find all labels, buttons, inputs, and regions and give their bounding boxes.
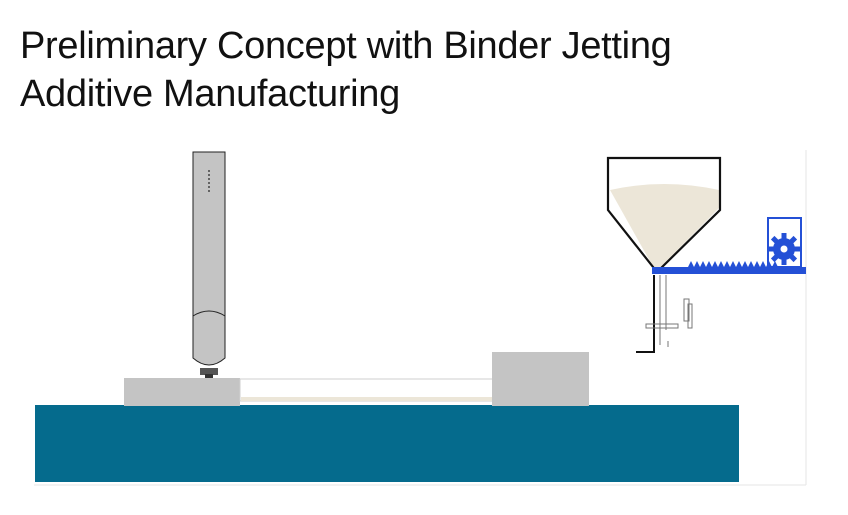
gear-icon xyxy=(767,217,802,268)
slide-title: Preliminary Concept with Binder Jetting … xyxy=(20,22,672,118)
base-platform xyxy=(35,405,739,482)
powder-bed xyxy=(239,378,495,402)
print-head-icon xyxy=(192,151,226,378)
hopper-icon xyxy=(606,156,722,274)
dispenser-mechanism xyxy=(636,275,693,353)
right-block xyxy=(492,352,589,406)
left-build-block xyxy=(124,378,240,406)
slide-title-line-1: Preliminary Concept with Binder Jetting xyxy=(20,25,672,67)
rack-icon xyxy=(652,261,806,274)
slide-title-line-2: Additive Manufacturing xyxy=(20,73,400,115)
